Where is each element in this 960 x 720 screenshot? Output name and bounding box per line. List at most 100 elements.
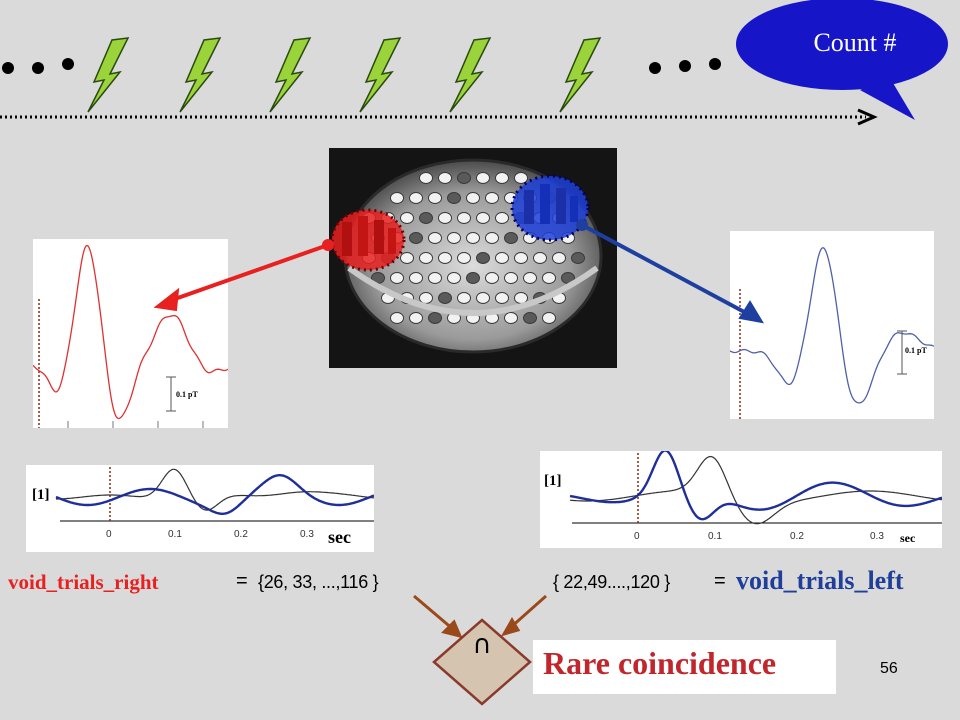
lightning-bolt-icon <box>449 37 492 113</box>
right-unit-label: sec <box>900 531 916 545</box>
left-scale-label: 0.1 pT <box>176 390 198 399</box>
left-equals-sign: = <box>236 570 248 592</box>
sensor-icon <box>466 232 480 244</box>
sensor-icon <box>533 252 547 264</box>
sensor-icon <box>447 272 461 284</box>
result-box <box>533 640 836 694</box>
sensor-icon <box>409 232 423 244</box>
left-waveform-trace <box>33 244 228 420</box>
sensor-icon <box>476 252 490 264</box>
left-tick-2: 0.2 <box>234 529 248 540</box>
sensor-icon <box>476 172 490 184</box>
left-tick-0: 0 <box>106 529 112 540</box>
sensor-arrows <box>153 219 764 324</box>
sensor-icon <box>447 232 461 244</box>
sensor-icon <box>514 252 528 264</box>
right-trial-mean-trace <box>569 455 942 525</box>
sensor-icon <box>428 232 442 244</box>
left-sensor-cluster <box>510 174 590 242</box>
sensor-icon <box>409 312 423 324</box>
sensor-icon <box>428 312 442 324</box>
right-trial-chart <box>569 451 942 525</box>
count-label: Count # <box>813 28 897 57</box>
left-trial-chart <box>55 467 374 522</box>
sensor-icon <box>438 212 452 224</box>
timeline-arrowhead <box>857 108 878 126</box>
sensor-icon <box>457 252 471 264</box>
left-waveform-panel: 0.1 pT <box>33 239 228 428</box>
left-trial-index: [1] <box>32 487 50 503</box>
sensor-icon <box>390 272 404 284</box>
sensor-icon <box>438 252 452 264</box>
ellipsis-icon-left <box>2 58 74 74</box>
sensor-icon <box>438 292 452 304</box>
sensor-icon <box>476 292 490 304</box>
sensor-icon <box>409 192 423 204</box>
sensor-icon <box>438 172 452 184</box>
left-scale-bar <box>166 376 176 412</box>
sensor-icon <box>504 272 518 284</box>
right-tick-1: 0.1 <box>708 531 722 542</box>
timeline-area <box>0 37 878 126</box>
left-trial-mean-trace <box>56 468 374 511</box>
left-tick-1: 0.1 <box>168 529 182 540</box>
right-trial-plot: [1] 0 0.1 0.2 0.3 sec <box>540 451 942 548</box>
sensor-icon <box>428 192 442 204</box>
sensor-icon <box>457 172 471 184</box>
right-tick-0: 0 <box>634 531 640 542</box>
lightning-bolt-icon <box>359 37 402 113</box>
sensor-icon <box>476 212 490 224</box>
right-tick-2: 0.2 <box>790 531 804 542</box>
sensor-icon <box>514 172 528 184</box>
sensor-icon <box>504 232 518 244</box>
left-tick-3: 0.3 <box>300 529 314 540</box>
left-trial-plot: [1] 0 0.1 0.2 0.3 sec <box>26 465 374 552</box>
sensor-icon <box>485 272 499 284</box>
speech-bubble-icon <box>736 0 948 120</box>
sensor-icon <box>485 192 499 204</box>
left-tick-marks <box>67 421 204 428</box>
sensor-icon <box>409 272 423 284</box>
page-number: 56 <box>880 660 898 677</box>
right-trial-set: { 22,49....,120 } <box>553 572 671 592</box>
sensor-icon <box>571 252 585 264</box>
void-trials-left-label: void_trials_left <box>736 566 904 595</box>
sensor-icon <box>419 172 433 184</box>
right-waveform-panel: 0.1 pT <box>730 231 934 419</box>
sensor-icon <box>400 252 414 264</box>
sensor-icon <box>457 292 471 304</box>
sensor-icon <box>447 192 461 204</box>
sensor-icon <box>419 252 433 264</box>
sensor-highlights <box>330 174 590 272</box>
right-scale-bar <box>897 330 907 375</box>
intersection-diamond <box>432 618 532 706</box>
sensor-icon <box>419 212 433 224</box>
right-scale-label: 0.1 pT <box>905 346 927 355</box>
sensor-icon <box>495 212 509 224</box>
left-unit-label: sec <box>328 527 351 547</box>
left-trial-set: {26, 33, ...,116 } <box>258 572 379 592</box>
sensor-icon <box>542 272 556 284</box>
sensor-icon <box>523 272 537 284</box>
intersection-icon: ∩ <box>472 630 492 660</box>
right-trial-single-trace <box>569 451 942 521</box>
sensor-icon <box>542 312 556 324</box>
right-equals-sign: = <box>714 570 726 592</box>
left-waveform-plot <box>33 244 228 428</box>
lightning-bolt-icon <box>87 37 130 113</box>
sensor-icon <box>400 212 414 224</box>
sensor-icon <box>485 232 499 244</box>
sensor-icon <box>457 212 471 224</box>
rare-coincidence-label: Rare coincidence <box>543 645 777 681</box>
lightning-bolt-group <box>87 37 602 113</box>
sensor-icon <box>466 192 480 204</box>
sensor-icon <box>466 272 480 284</box>
void-trials-right-label: void_trials_right <box>8 570 159 594</box>
sensor-icon <box>495 252 509 264</box>
right-waveform-trace <box>730 246 934 404</box>
sensor-icon <box>504 312 518 324</box>
lightning-bolt-icon <box>179 37 222 113</box>
sensor-icon <box>552 252 566 264</box>
left-trial-single-trace <box>55 474 374 515</box>
sensor-icon <box>523 312 537 324</box>
